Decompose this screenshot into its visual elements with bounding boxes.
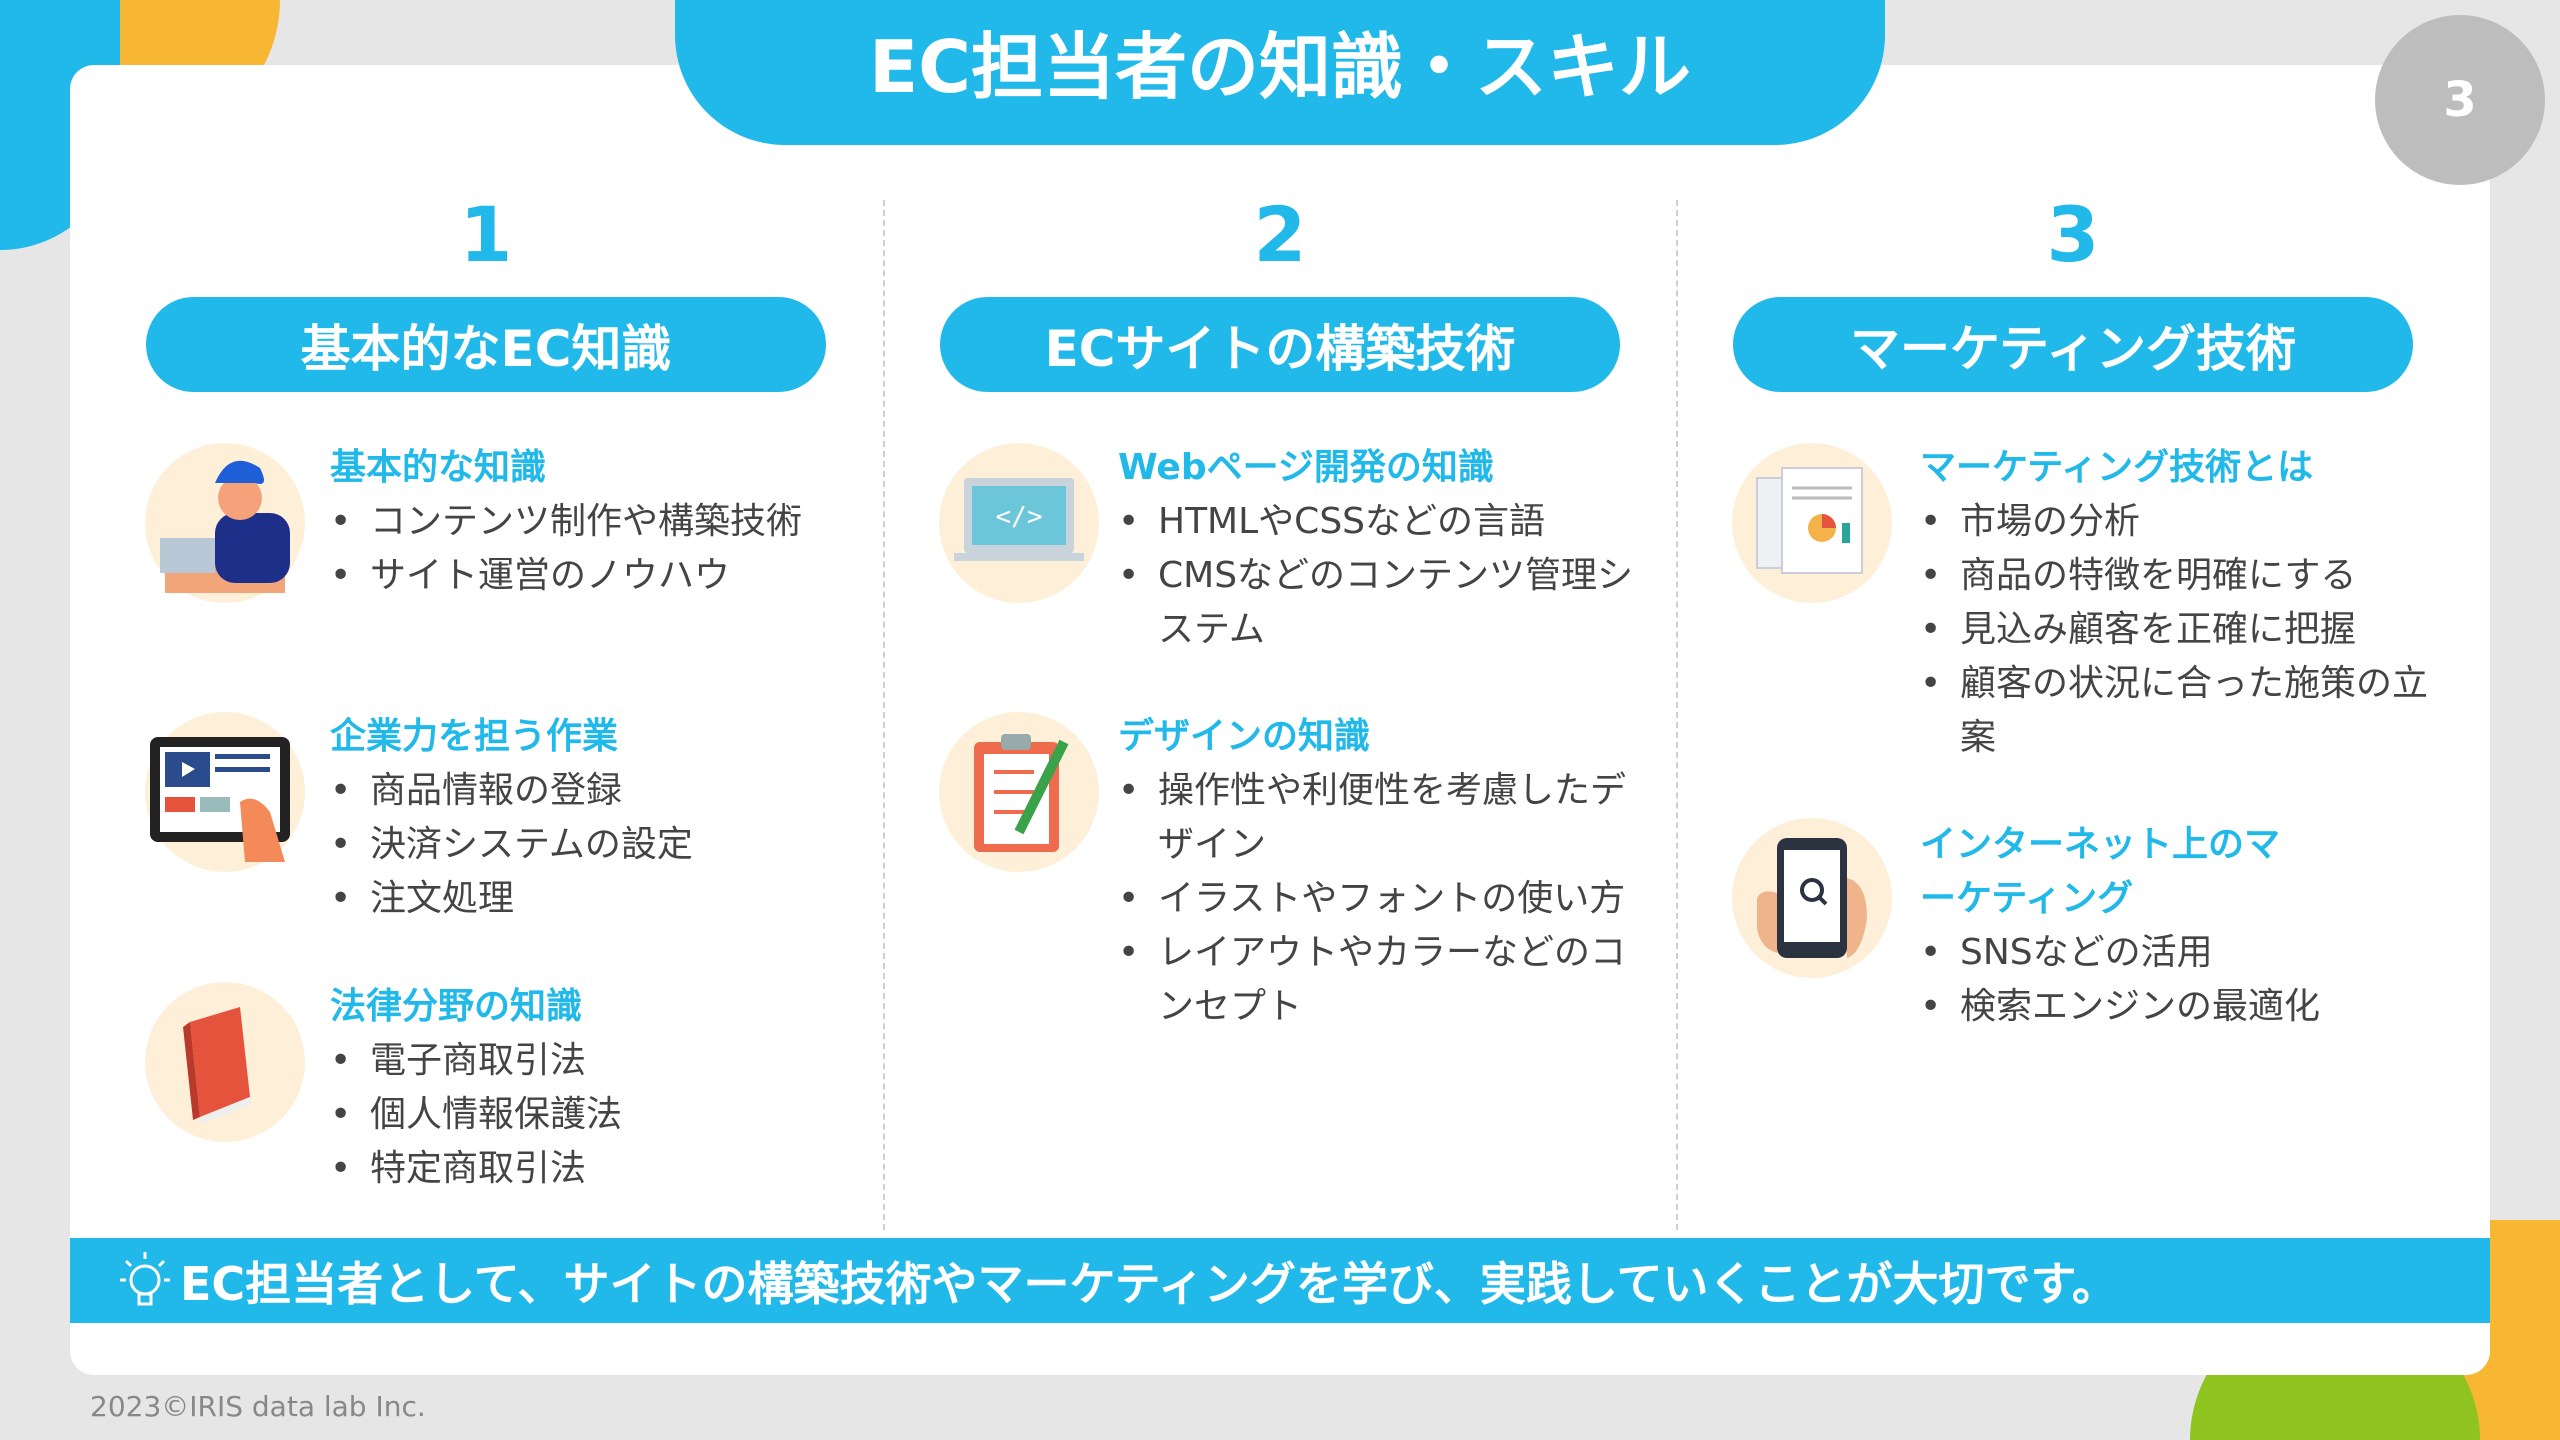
slide-title: EC担当者の知識・スキル [675,0,1885,145]
column-divider [1676,200,1678,1230]
bullet-item: CMSなどのコンテンツ管理システム [1118,549,1658,657]
bullet-item: イラストやフォントの使い方 [1118,872,1658,926]
tablet-hand-icon [145,712,305,872]
column-label: マーケティング技術 [1733,297,2413,392]
bullet-item: HTMLやCSSなどの言語 [1118,495,1658,549]
bullet-item: 顧客の状況に合った施策の立案 [1920,657,2460,765]
svg-text:</>: </> [996,502,1043,532]
section-heading: デザインの知識 [1118,716,1371,757]
bullet-item: 決済システムの設定 [330,818,870,872]
phone-search-icon [1732,818,1892,978]
section-heading: インターネット上のマーケティング [1920,824,2281,919]
section: インターネット上のマーケティング SNSなどの活用 検索エンジンの最適化 [1920,818,2460,1034]
section-heading: 法律分野の知識 [330,986,583,1027]
bullet-item: 電子商取引法 [330,1034,870,1088]
section: デザインの知識 操作性や利便性を考慮したデザイン イラストやフォントの使い方 レ… [1118,710,1658,1034]
bullet-item: 特定商取引法 [330,1142,870,1196]
summary-banner: EC担当者として、サイトの構築技術やマーケティングを学び、実践していくことが大切… [70,1238,2490,1323]
bullet-item: 注文処理 [330,872,870,926]
section-heading: Webページ開発の知識 [1118,447,1494,488]
column-label: 基本的なEC知識 [146,297,826,392]
section-heading: 基本的な知識 [330,447,547,488]
bullet-item: 商品情報の登録 [330,764,870,818]
bullet-item: SNSなどの活用 [1920,926,2460,980]
bullet-item: 検索エンジンの最適化 [1920,980,2460,1034]
book-icon [145,982,305,1142]
bullet-item: サイト運営のノウハウ [330,549,870,603]
section: 基本的な知識 コンテンツ制作や構築技術 サイト運営のノウハウ [330,441,870,603]
code-monitor-icon: </> [939,443,1099,603]
person-laptop-icon [145,443,305,603]
bullet-item: コンテンツ制作や構築技術 [330,495,870,549]
section: 企業力を担う作業 商品情報の登録 決済システムの設定 注文処理 [330,710,870,926]
column-number: 1 [459,190,513,279]
column-number: 2 [1253,190,1307,279]
bullet-item: 個人情報保護法 [330,1088,870,1142]
column-label: ECサイトの構築技術 [940,297,1620,392]
section-heading: マーケティング技術とは [1920,447,2314,488]
report-documents-icon [1732,443,1892,603]
page-number-badge: 3 [2375,15,2545,185]
bullet-item: 見込み顧客を正確に把握 [1920,603,2460,657]
bullet-item: 市場の分析 [1920,495,2460,549]
section: 法律分野の知識 電子商取引法 個人情報保護法 特定商取引法 [330,980,870,1196]
column-number: 3 [2046,190,2100,279]
bullet-item: 商品の特徴を明確にする [1920,549,2460,603]
copyright-footer: 2023©IRIS data lab Inc. [90,1390,426,1423]
bullet-item: レイアウトやカラーなどのコンセプト [1118,926,1658,1034]
clipboard-pencil-icon [939,712,1099,872]
bullet-item: 操作性や利便性を考慮したデザイン [1118,764,1658,872]
column-divider [883,200,885,1230]
lightbulb-icon [110,1248,180,1318]
section-heading: 企業力を担う作業 [330,716,619,757]
section: マーケティング技術とは 市場の分析 商品の特徴を明確にする 見込み顧客を正確に把… [1920,441,2460,765]
section: Webページ開発の知識 HTMLやCSSなどの言語 CMSなどのコンテンツ管理シ… [1118,441,1658,657]
